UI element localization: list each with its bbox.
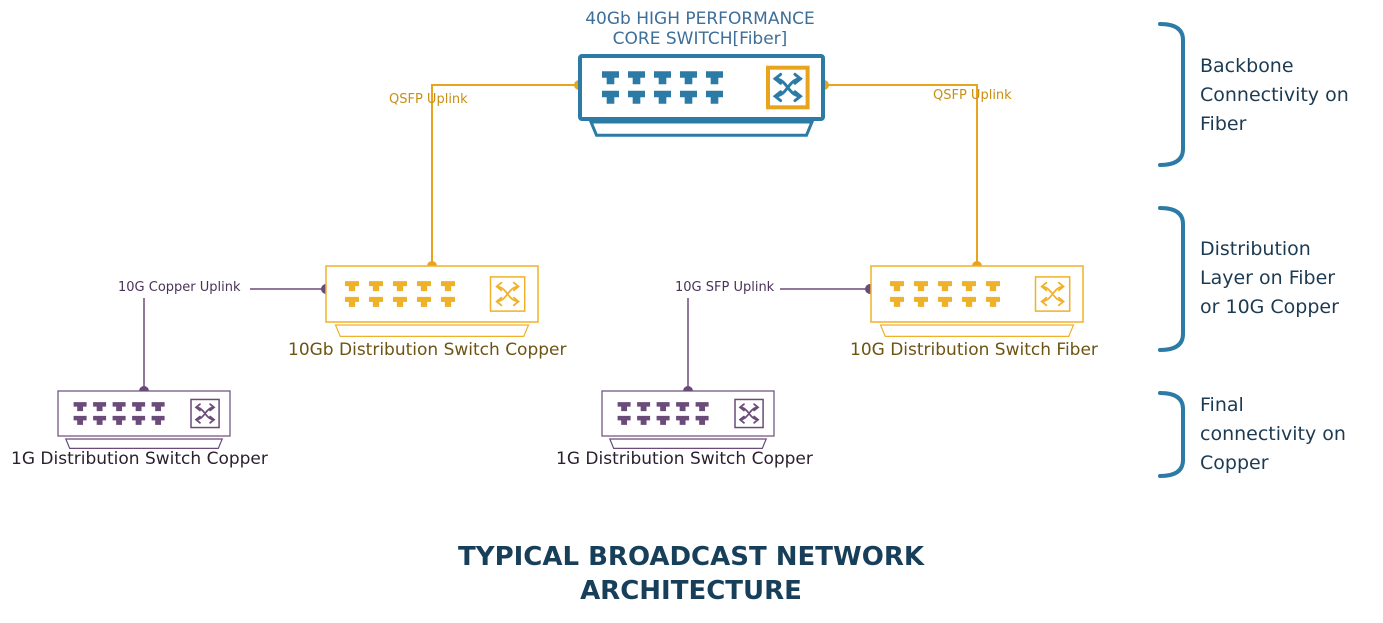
switch-base [334, 324, 530, 337]
switch-base [588, 120, 815, 137]
ethernet-port-icon [695, 415, 709, 425]
access-mid-switch [601, 390, 775, 449]
tier-bracket-distribution [1158, 206, 1185, 352]
ethernet-port-icon [938, 296, 952, 307]
switch-cross-arrows-icon [190, 398, 220, 429]
ethernet-port-icon [393, 281, 407, 292]
ethernet-port-icon [151, 402, 165, 412]
ethernet-port-icon [656, 415, 670, 425]
qsfp-uplink-left-label: QSFP Uplink [389, 92, 468, 107]
ethernet-port-icon [938, 281, 952, 292]
tier-distribution-line1: Distribution [1200, 238, 1311, 260]
ethernet-port-icon [962, 281, 976, 292]
dist-fiber-switch [870, 265, 1084, 337]
copper-uplink-label: 10G Copper Uplink [118, 280, 241, 295]
ethernet-port-icon [617, 415, 631, 425]
ethernet-port-icon [656, 402, 670, 412]
ethernet-port-icon [417, 296, 431, 307]
ethernet-port-icon [441, 296, 455, 307]
tier-distribution-line3: or 10G Copper [1200, 296, 1339, 318]
diagram-title: TYPICAL BROADCAST NETWORK ARCHITECTURE [391, 540, 991, 608]
ethernet-port-icon [914, 296, 928, 307]
access-mid-switch-label: 1G Distribution Switch Copper [556, 449, 813, 469]
tier-backbone-label: Backbone Connectivity on Fiber [1200, 52, 1349, 139]
ethernet-port-icon [695, 402, 709, 412]
tier-bracket-access [1158, 391, 1185, 478]
core-switch-label-line1: 40Gb HIGH PERFORMANCE [585, 9, 815, 29]
qsfp-uplink-right-line [824, 84, 978, 265]
ethernet-port-icon [986, 296, 1000, 307]
qsfp-uplink-right-label: QSFP Uplink [933, 88, 1012, 103]
access-left-switch [57, 390, 231, 449]
core-switch-label: 40Gb HIGH PERFORMANCE CORE SWITCH[Fiber] [520, 9, 880, 50]
qsfp-uplink-left-line [431, 84, 579, 265]
ethernet-port-icon [132, 402, 146, 412]
access-left-switch-label: 1G Distribution Switch Copper [11, 449, 268, 469]
ethernet-port-icon [73, 415, 87, 425]
cross-arrows-glyph [194, 403, 216, 424]
tier-backbone-line1: Backbone [1200, 55, 1294, 77]
ethernet-port-icon [73, 402, 87, 412]
ethernet-port-icon [706, 90, 723, 104]
switch-base [64, 438, 224, 449]
diagram-title-line1: TYPICAL BROADCAST NETWORK [458, 542, 924, 572]
sfp-uplink-label: 10G SFP Uplink [675, 280, 775, 295]
ethernet-port-icon [680, 71, 697, 85]
ethernet-port-icon [628, 90, 645, 104]
switch-cross-arrows-icon [766, 65, 810, 110]
ethernet-port-icon [93, 415, 107, 425]
tier-distribution-label: Distribution Layer on Fiber or 10G Coppe… [1200, 235, 1339, 322]
ethernet-port-icon [890, 281, 904, 292]
core-switch-label-line2: CORE SWITCH[Fiber] [612, 29, 788, 50]
tier-bracket-backbone [1158, 22, 1185, 167]
ethernet-port-icon [93, 402, 107, 412]
tier-access-line1: Final [1200, 394, 1244, 416]
ethernet-port-icon [393, 296, 407, 307]
tier-backbone-line3: Fiber [1200, 113, 1247, 135]
ethernet-port-icon [706, 71, 723, 85]
ethernet-port-icon [602, 71, 619, 85]
diagram-title-line2: ARCHITECTURE [580, 576, 802, 606]
ethernet-port-icon [637, 415, 651, 425]
tier-access-line3: Copper [1200, 452, 1269, 474]
ethernet-port-icon [602, 90, 619, 104]
tier-access-label: Final connectivity on Copper [1200, 391, 1346, 478]
ethernet-port-icon [986, 281, 1000, 292]
dist-fiber-switch-label: 10G Distribution Switch Fiber [850, 340, 1098, 360]
cross-arrows-glyph [1040, 281, 1065, 307]
switch-base [608, 438, 768, 449]
ethernet-port-icon [654, 71, 671, 85]
tier-access-line2: connectivity on [1200, 423, 1346, 445]
core-switch [578, 54, 825, 137]
ethernet-port-icon [132, 415, 146, 425]
ethernet-port-icon [676, 415, 690, 425]
ethernet-port-icon [680, 90, 697, 104]
dist-copper-switch [325, 265, 539, 337]
ethernet-port-icon [962, 296, 976, 307]
ethernet-port-icon [441, 281, 455, 292]
tier-backbone-line2: Connectivity on [1200, 84, 1349, 106]
cross-arrows-glyph [738, 403, 760, 424]
ethernet-port-icon [676, 402, 690, 412]
dist-copper-switch-label: 10Gb Distribution Switch Copper [288, 340, 567, 360]
cross-arrows-glyph [495, 281, 520, 307]
switch-base [879, 324, 1075, 337]
ethernet-port-icon [112, 415, 126, 425]
ethernet-port-icon [628, 71, 645, 85]
ethernet-port-icon [112, 402, 126, 412]
ethernet-port-icon [890, 296, 904, 307]
tier-distribution-line2: Layer on Fiber [1200, 267, 1336, 289]
ethernet-port-icon [914, 281, 928, 292]
ethernet-port-icon [654, 90, 671, 104]
ethernet-port-icon [151, 415, 165, 425]
ethernet-port-icon [345, 281, 359, 292]
ethernet-port-icon [637, 402, 651, 412]
ethernet-port-icon [617, 402, 631, 412]
cross-arrows-glyph [772, 72, 803, 103]
ethernet-port-icon [369, 281, 383, 292]
ethernet-port-icon [417, 281, 431, 292]
ethernet-port-icon [369, 296, 383, 307]
ethernet-port-icon [345, 296, 359, 307]
